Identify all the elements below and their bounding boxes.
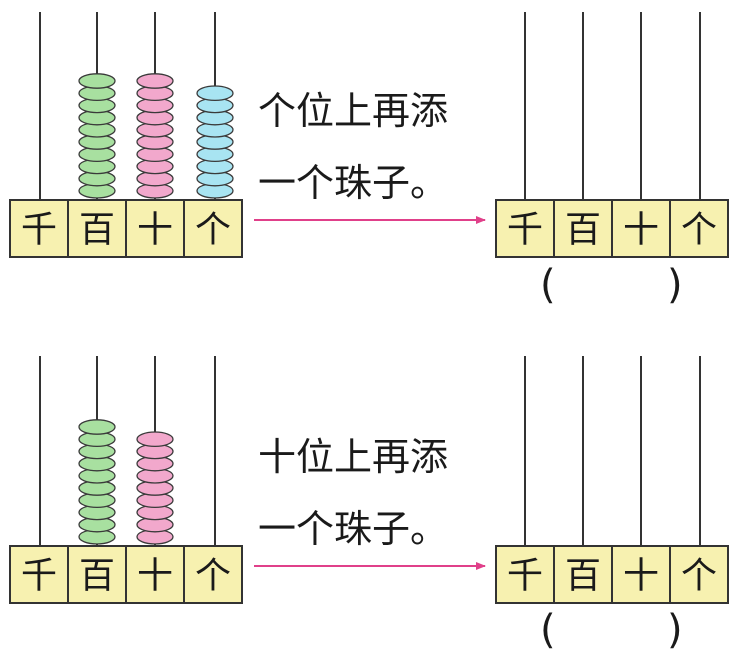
place-label-ge: 个 bbox=[195, 210, 231, 251]
place-label-bai: 百 bbox=[79, 210, 115, 251]
place-box-shi bbox=[125, 199, 185, 258]
place-box-ge bbox=[183, 545, 243, 604]
rods bbox=[524, 12, 701, 200]
place-label-ge: 个 bbox=[681, 210, 717, 251]
place-label-bai: 百 bbox=[565, 210, 601, 251]
left-abacus: 千百十个 bbox=[9, 12, 243, 258]
place-label-shi: 十 bbox=[137, 556, 173, 597]
place-label-ge: 个 bbox=[681, 556, 717, 597]
right-abacus: 千百十个 bbox=[495, 12, 729, 258]
place-box-ge bbox=[669, 545, 729, 604]
beads bbox=[78, 73, 234, 199]
place-box-shi bbox=[611, 199, 671, 258]
rods bbox=[524, 356, 701, 546]
place-box-bai bbox=[553, 545, 613, 604]
place-label-qian: 千 bbox=[507, 210, 543, 251]
place-label-bai: 百 bbox=[565, 556, 601, 597]
place-box-qian bbox=[9, 199, 69, 258]
answer-close-paren: ) bbox=[667, 262, 683, 308]
place-box-qian bbox=[495, 199, 555, 258]
beads bbox=[78, 419, 174, 545]
place-label-qian: 千 bbox=[21, 210, 57, 251]
place-box-ge bbox=[183, 199, 243, 258]
place-box-shi bbox=[611, 545, 671, 604]
place-label-shi: 十 bbox=[137, 210, 173, 251]
rods bbox=[39, 12, 216, 200]
problem-1: 千百十个 个位上再添 一个珠子。 千百十个 ( ) bbox=[9, 12, 729, 308]
answer-open-paren: ( bbox=[540, 262, 556, 308]
place-value-boxes: 千百十个 bbox=[9, 199, 243, 258]
place-label-ge: 个 bbox=[195, 556, 231, 597]
bead-shi bbox=[136, 431, 174, 448]
instruction-line-2: 一个珠子。 bbox=[258, 507, 448, 551]
answer-open-paren: ( bbox=[540, 607, 556, 653]
bead-ge bbox=[196, 85, 234, 102]
instruction-line-1: 十位上再添 bbox=[258, 435, 448, 479]
place-label-qian: 千 bbox=[507, 556, 543, 597]
answer-close-paren: ) bbox=[667, 607, 683, 653]
left-abacus: 千百十个 bbox=[9, 356, 243, 604]
bead-shi bbox=[136, 73, 174, 89]
instruction-line-2: 一个珠子。 bbox=[258, 161, 448, 205]
bead-bai bbox=[78, 73, 116, 89]
bead-bai bbox=[78, 419, 116, 435]
place-box-shi bbox=[125, 545, 185, 604]
place-label-shi: 十 bbox=[623, 556, 659, 597]
place-label-qian: 千 bbox=[21, 556, 57, 597]
place-box-ge bbox=[669, 199, 729, 258]
instruction-line-1: 个位上再添 bbox=[258, 89, 448, 133]
place-value-boxes: 千百十个 bbox=[495, 199, 729, 258]
place-label-shi: 十 bbox=[623, 210, 659, 251]
rods bbox=[39, 356, 216, 546]
place-value-boxes: 千百十个 bbox=[495, 545, 729, 604]
place-label-bai: 百 bbox=[79, 556, 115, 597]
place-value-boxes: 千百十个 bbox=[9, 545, 243, 604]
problem-2: 千百十个 十位上再添 一个珠子。 千百十个 ( ) bbox=[9, 356, 729, 653]
right-abacus: 千百十个 bbox=[495, 356, 729, 604]
